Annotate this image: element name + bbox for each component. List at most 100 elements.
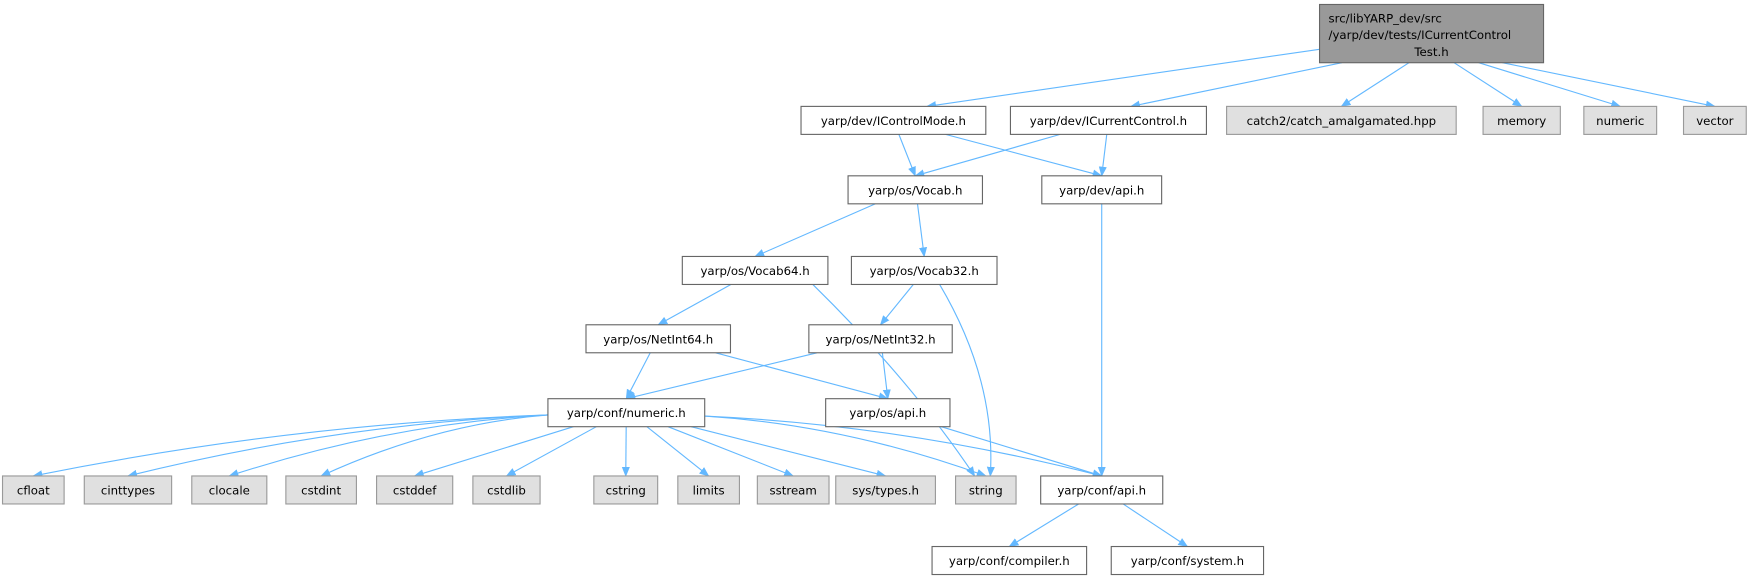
edge-root-to-catch2 [1340, 62, 1410, 107]
edge-confnumeric-to-limits [646, 426, 710, 477]
node-label: yarp/dev/ICurrentControl.h [1030, 114, 1187, 128]
node-limits: limits [677, 475, 740, 505]
node-title-line: src/libYARP_dev/src [1329, 11, 1442, 25]
node-label: vector [1696, 114, 1733, 128]
edge-confnumeric-to-sstream [667, 426, 795, 477]
edge-confnumeric-to-cinttypes [126, 414, 548, 478]
edge-confapi-to-compiler [1008, 503, 1079, 548]
node-numeric: numeric [1583, 105, 1658, 135]
node-box [955, 475, 1017, 505]
edges [32, 48, 1716, 548]
node-label: sys/types.h [852, 483, 919, 497]
node-box [1110, 545, 1265, 576]
node-system[interactable]: yarp/conf/system.h [1110, 545, 1265, 576]
node-devapi[interactable]: yarp/dev/api.h [1041, 175, 1163, 205]
node-memory: memory [1482, 105, 1561, 135]
edge-root-to-icurrentcontrol [1129, 62, 1343, 109]
node-compiler[interactable]: yarp/conf/compiler.h [931, 545, 1088, 576]
node-clocale: clocale [191, 475, 268, 505]
edge-netint32-to-confnumeric [625, 352, 818, 401]
node-box [83, 475, 173, 505]
node-box [681, 255, 829, 286]
edge-confnumeric-to-cstdlib [505, 426, 597, 477]
node-label: yarp/conf/api.h [1057, 483, 1146, 497]
node-label: yarp/os/api.h [849, 406, 926, 420]
node-box [1682, 105, 1747, 135]
edge-confnumeric-to-cstddef [413, 426, 574, 478]
edge-confnumeric-to-string [704, 415, 987, 477]
node-box [808, 324, 953, 354]
node-label: yarp/conf/numeric.h [567, 406, 686, 420]
node-root[interactable]: src/libYARP_dev/src/yarp/dev/tests/ICurr… [1318, 3, 1545, 64]
edge-root-to-numeric [1478, 62, 1622, 108]
edge-netint64-to-confnumeric [625, 352, 651, 400]
edge-icontrolmode-to-devapi [945, 133, 1103, 178]
edge-icurrentcontrol-to-devapi [1098, 134, 1108, 177]
node-icurrentcontrol[interactable]: yarp/dev/ICurrentControl.h [1009, 105, 1207, 135]
node-box [1226, 105, 1457, 135]
node-icontrolmode[interactable]: yarp/dev/IControlMode.h [800, 105, 987, 135]
node-label: cstdint [301, 483, 341, 497]
node-box [835, 475, 936, 505]
node-systypes: sys/types.h [835, 475, 936, 505]
node-netint64[interactable]: yarp/os/NetInt64.h [585, 324, 732, 354]
node-box [547, 398, 706, 428]
node-vocab64[interactable]: yarp/os/Vocab64.h [681, 255, 829, 286]
node-label: cinttypes [101, 483, 155, 497]
node-cstdlib: cstdlib [472, 475, 541, 505]
node-title-line: Test.h [1413, 45, 1448, 59]
node-vector: vector [1682, 105, 1747, 135]
edge-vocab32-to-netint32 [879, 284, 914, 326]
node-confapi[interactable]: yarp/conf/api.h [1040, 475, 1164, 505]
node-sstream: sstream [756, 475, 830, 505]
node-label: sstream [770, 483, 817, 497]
node-vocab[interactable]: yarp/os/Vocab.h [847, 175, 984, 205]
edge-confapi-to-system [1122, 503, 1189, 548]
node-label: cstddef [393, 483, 437, 497]
node-label: cstdlib [487, 483, 526, 497]
node-box [800, 105, 987, 135]
node-box [1583, 105, 1658, 135]
node-label: yarp/dev/IControlMode.h [821, 114, 966, 128]
node-box [756, 475, 830, 505]
node-label: yarp/os/NetInt32.h [826, 332, 936, 346]
edge-confnumeric-to-clocale [228, 414, 548, 477]
node-osapi[interactable]: yarp/os/api.h [825, 398, 951, 428]
edge-confnumeric-to-cstdint [320, 414, 548, 477]
node-label: clocale [209, 483, 250, 497]
edge-icontrolmode-to-vocab [898, 134, 916, 177]
node-netint32[interactable]: yarp/os/NetInt32.h [808, 324, 953, 354]
node-label: string [969, 483, 1003, 497]
node-label: yarp/os/Vocab32.h [870, 264, 979, 278]
edge-vocab32-to-string [939, 284, 995, 477]
edge-osapi-to-confapi [941, 426, 1103, 478]
edge-confnumeric-to-systypes [690, 426, 887, 478]
edge-root-to-vector [1502, 62, 1716, 109]
edge-netint64-to-osapi [715, 352, 889, 401]
edge-vocab64-to-netint64 [657, 283, 732, 326]
node-cstddef: cstddef [376, 475, 454, 505]
node-confnumeric[interactable]: yarp/conf/numeric.h [547, 398, 706, 428]
node-box [1041, 175, 1163, 205]
node-catch2: catch2/catch_amalgamated.hpp [1226, 105, 1457, 135]
node-cinttypes: cinttypes [83, 475, 173, 505]
node-box [931, 545, 1088, 576]
node-label: catch2/catch_amalgamated.hpp [1247, 114, 1436, 128]
node-box [1009, 105, 1207, 135]
edge-confnumeric-to-cfloat [32, 414, 548, 479]
edge-icurrentcontrol-to-vocab [914, 133, 1061, 178]
edge-vocab-to-vocab32 [916, 203, 928, 258]
node-vocab32[interactable]: yarp/os/Vocab32.h [850, 255, 998, 286]
node-string: string [955, 475, 1017, 505]
node-box [850, 255, 998, 286]
node-label: yarp/os/Vocab.h [868, 183, 962, 197]
node-box [847, 175, 984, 205]
node-label: limits [693, 483, 725, 497]
node-label: numeric [1596, 114, 1644, 128]
node-box [472, 475, 541, 505]
node-box [677, 475, 740, 505]
node-box [593, 475, 659, 505]
edge-root-to-memory [1453, 62, 1523, 107]
node-title-line: /yarp/dev/tests/ICurrentControl [1329, 28, 1512, 42]
node-box [1482, 105, 1561, 135]
